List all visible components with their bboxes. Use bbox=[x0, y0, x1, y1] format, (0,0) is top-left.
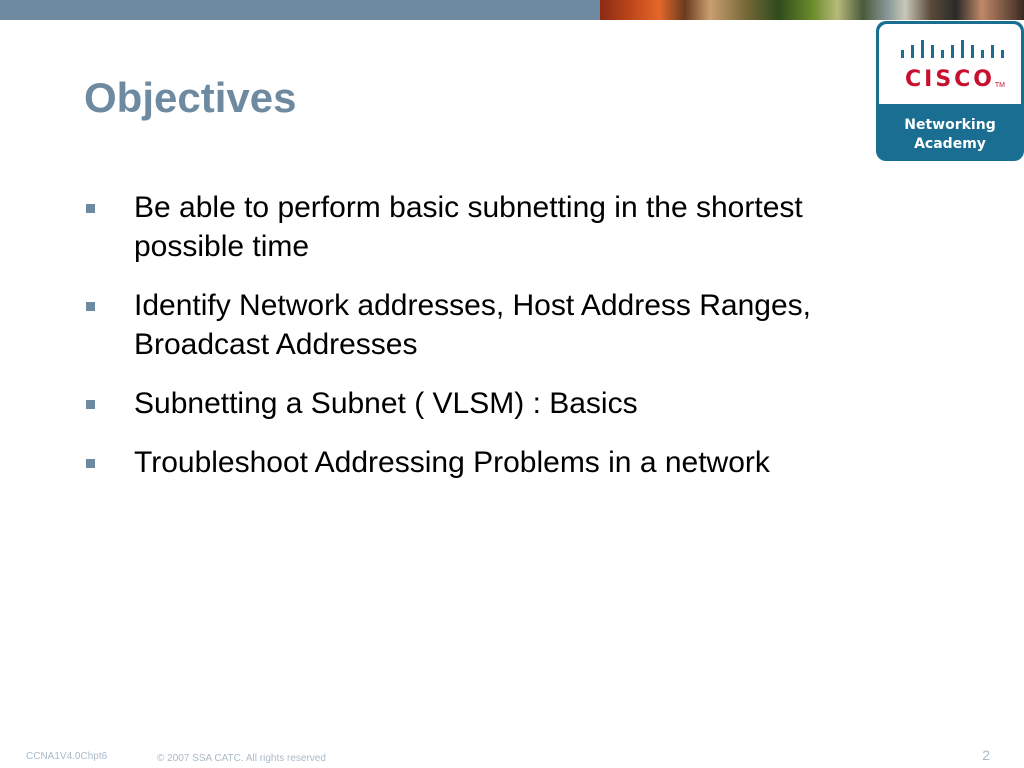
footer-copyright: © 2007 SSA CATC. All rights reserved bbox=[157, 753, 326, 764]
bullet-text-line: possible time bbox=[134, 230, 310, 263]
bullet-text-line: Broadcast Addresses bbox=[134, 328, 418, 361]
square-bullet-icon bbox=[86, 302, 95, 311]
bullet-item: Subnetting a Subnet ( VLSM) : Basics bbox=[84, 384, 924, 423]
bullet-text-line: Be able to perform basic subnetting in t… bbox=[134, 191, 803, 224]
header-photo-strip bbox=[600, 0, 1024, 20]
logo-subtitle-line-2: Academy bbox=[914, 136, 986, 152]
bullet-text-line: Subnetting a Subnet ( VLSM) : Basics bbox=[134, 387, 638, 420]
footer-course-code: CCNA1V4.0Chpt6 bbox=[26, 751, 108, 762]
bullet-item: Identify Network addresses, Host Address… bbox=[84, 286, 924, 364]
cisco-networking-academy-logo: CISCO TM Networking Academy bbox=[876, 21, 1024, 161]
square-bullet-icon bbox=[86, 459, 95, 468]
bullet-item: Be able to perform basic subnetting in t… bbox=[84, 188, 924, 266]
page-number: 2 bbox=[982, 747, 990, 763]
square-bullet-icon bbox=[86, 204, 95, 213]
logo-white-panel: CISCO TM bbox=[879, 24, 1021, 104]
bullet-text-line: Troubleshoot Addressing Problems in a ne… bbox=[134, 446, 770, 479]
bullet-text-line: Identify Network addresses, Host Address… bbox=[134, 289, 811, 322]
cisco-wordmark: CISCO bbox=[904, 67, 996, 92]
cisco-bars-icon bbox=[901, 40, 1004, 58]
logo-subtitle-line-1: Networking bbox=[904, 117, 996, 133]
slide-title: Objectives bbox=[84, 74, 297, 121]
bullet-item: Troubleshoot Addressing Problems in a ne… bbox=[84, 443, 924, 482]
logo-subtitle: Networking Academy bbox=[879, 104, 1021, 154]
objectives-list: Be able to perform basic subnetting in t… bbox=[84, 188, 924, 502]
trademark-mark: TM bbox=[994, 82, 1005, 89]
square-bullet-icon bbox=[86, 400, 95, 409]
